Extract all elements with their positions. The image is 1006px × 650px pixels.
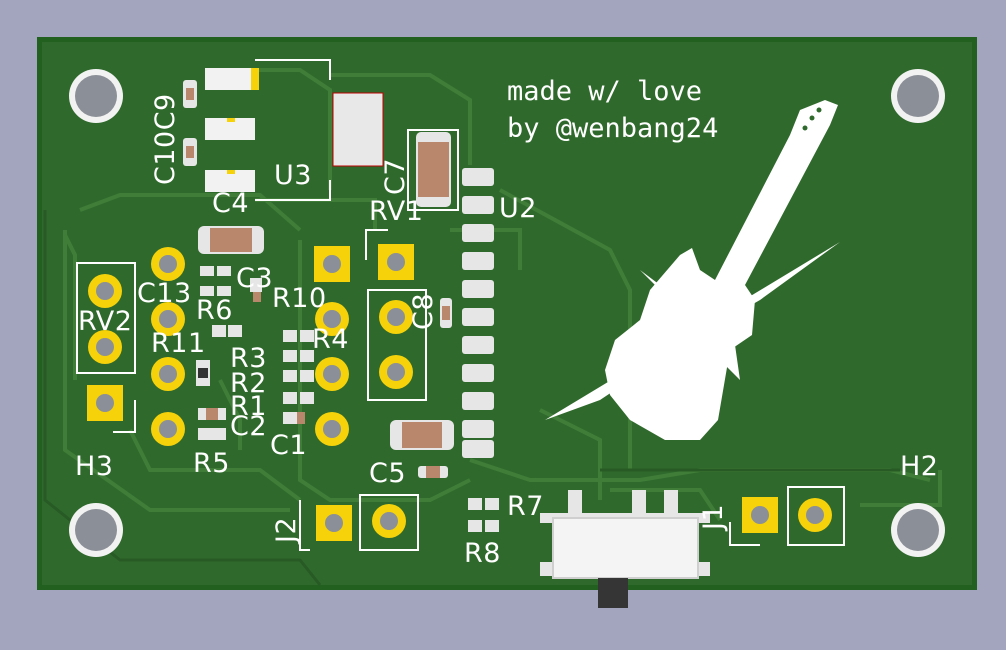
label-j1: J1 xyxy=(698,503,729,530)
resistors-r7-r8 xyxy=(468,498,499,532)
label-r1: R1 xyxy=(230,391,267,422)
label-u3: U3 xyxy=(274,160,312,191)
label-h2: H2 xyxy=(900,451,939,482)
label-r6: R6 xyxy=(196,295,233,326)
label-r5: R5 xyxy=(193,448,230,479)
trimpot-rv1 xyxy=(365,229,427,401)
credit-line-1: made w/ love xyxy=(507,76,703,107)
cap-c7 xyxy=(407,129,459,211)
label-r8: R8 xyxy=(464,538,501,569)
label-c13: C13 xyxy=(137,278,192,309)
regulator-u3 xyxy=(205,59,384,201)
mounting-hole-top-left xyxy=(69,69,123,123)
cap-c4 xyxy=(198,226,264,254)
mounting-hole-top-right xyxy=(891,69,945,123)
ic-u2-pads xyxy=(462,168,494,458)
slide-switch xyxy=(540,490,710,608)
cap-c5 xyxy=(390,420,454,450)
label-r2: R2 xyxy=(230,368,267,399)
label-r4: R4 xyxy=(312,324,349,355)
label-rv2: RV2 xyxy=(78,306,133,337)
label-r7: R7 xyxy=(507,491,544,522)
mounting-hole-bottom-left xyxy=(69,503,123,557)
dip-left-pins xyxy=(151,247,185,446)
electric-guitar-icon xyxy=(545,100,840,440)
copper-zone-lines xyxy=(43,210,900,586)
label-c5: C5 xyxy=(369,458,407,489)
label-c1: C1 xyxy=(270,430,308,461)
label-c4: C4 xyxy=(212,188,250,219)
mounting-hole-bottom-right xyxy=(891,503,945,557)
trimpot-rv2 xyxy=(76,262,136,433)
label-r3: R3 xyxy=(230,343,267,374)
dip-right-pins xyxy=(314,246,350,446)
label-c10c9: C10C9 xyxy=(150,93,181,185)
connector-j2 xyxy=(299,494,419,551)
smd-cluster xyxy=(196,266,452,478)
connector-j1 xyxy=(729,486,845,546)
label-c2: C2 xyxy=(230,411,268,442)
label-r10: R10 xyxy=(272,283,327,314)
label-u2: U2 xyxy=(499,193,537,224)
label-c7: C7 xyxy=(380,157,411,195)
label-c3: C3 xyxy=(236,263,274,294)
credit-line-2: by @wenbang24 xyxy=(507,113,719,144)
label-c8: C8 xyxy=(408,292,439,330)
label-h3: H3 xyxy=(75,451,114,482)
label-r11: R11 xyxy=(151,328,206,359)
label-j2: J2 xyxy=(271,516,302,543)
label-rv1: RV1 xyxy=(369,196,424,227)
